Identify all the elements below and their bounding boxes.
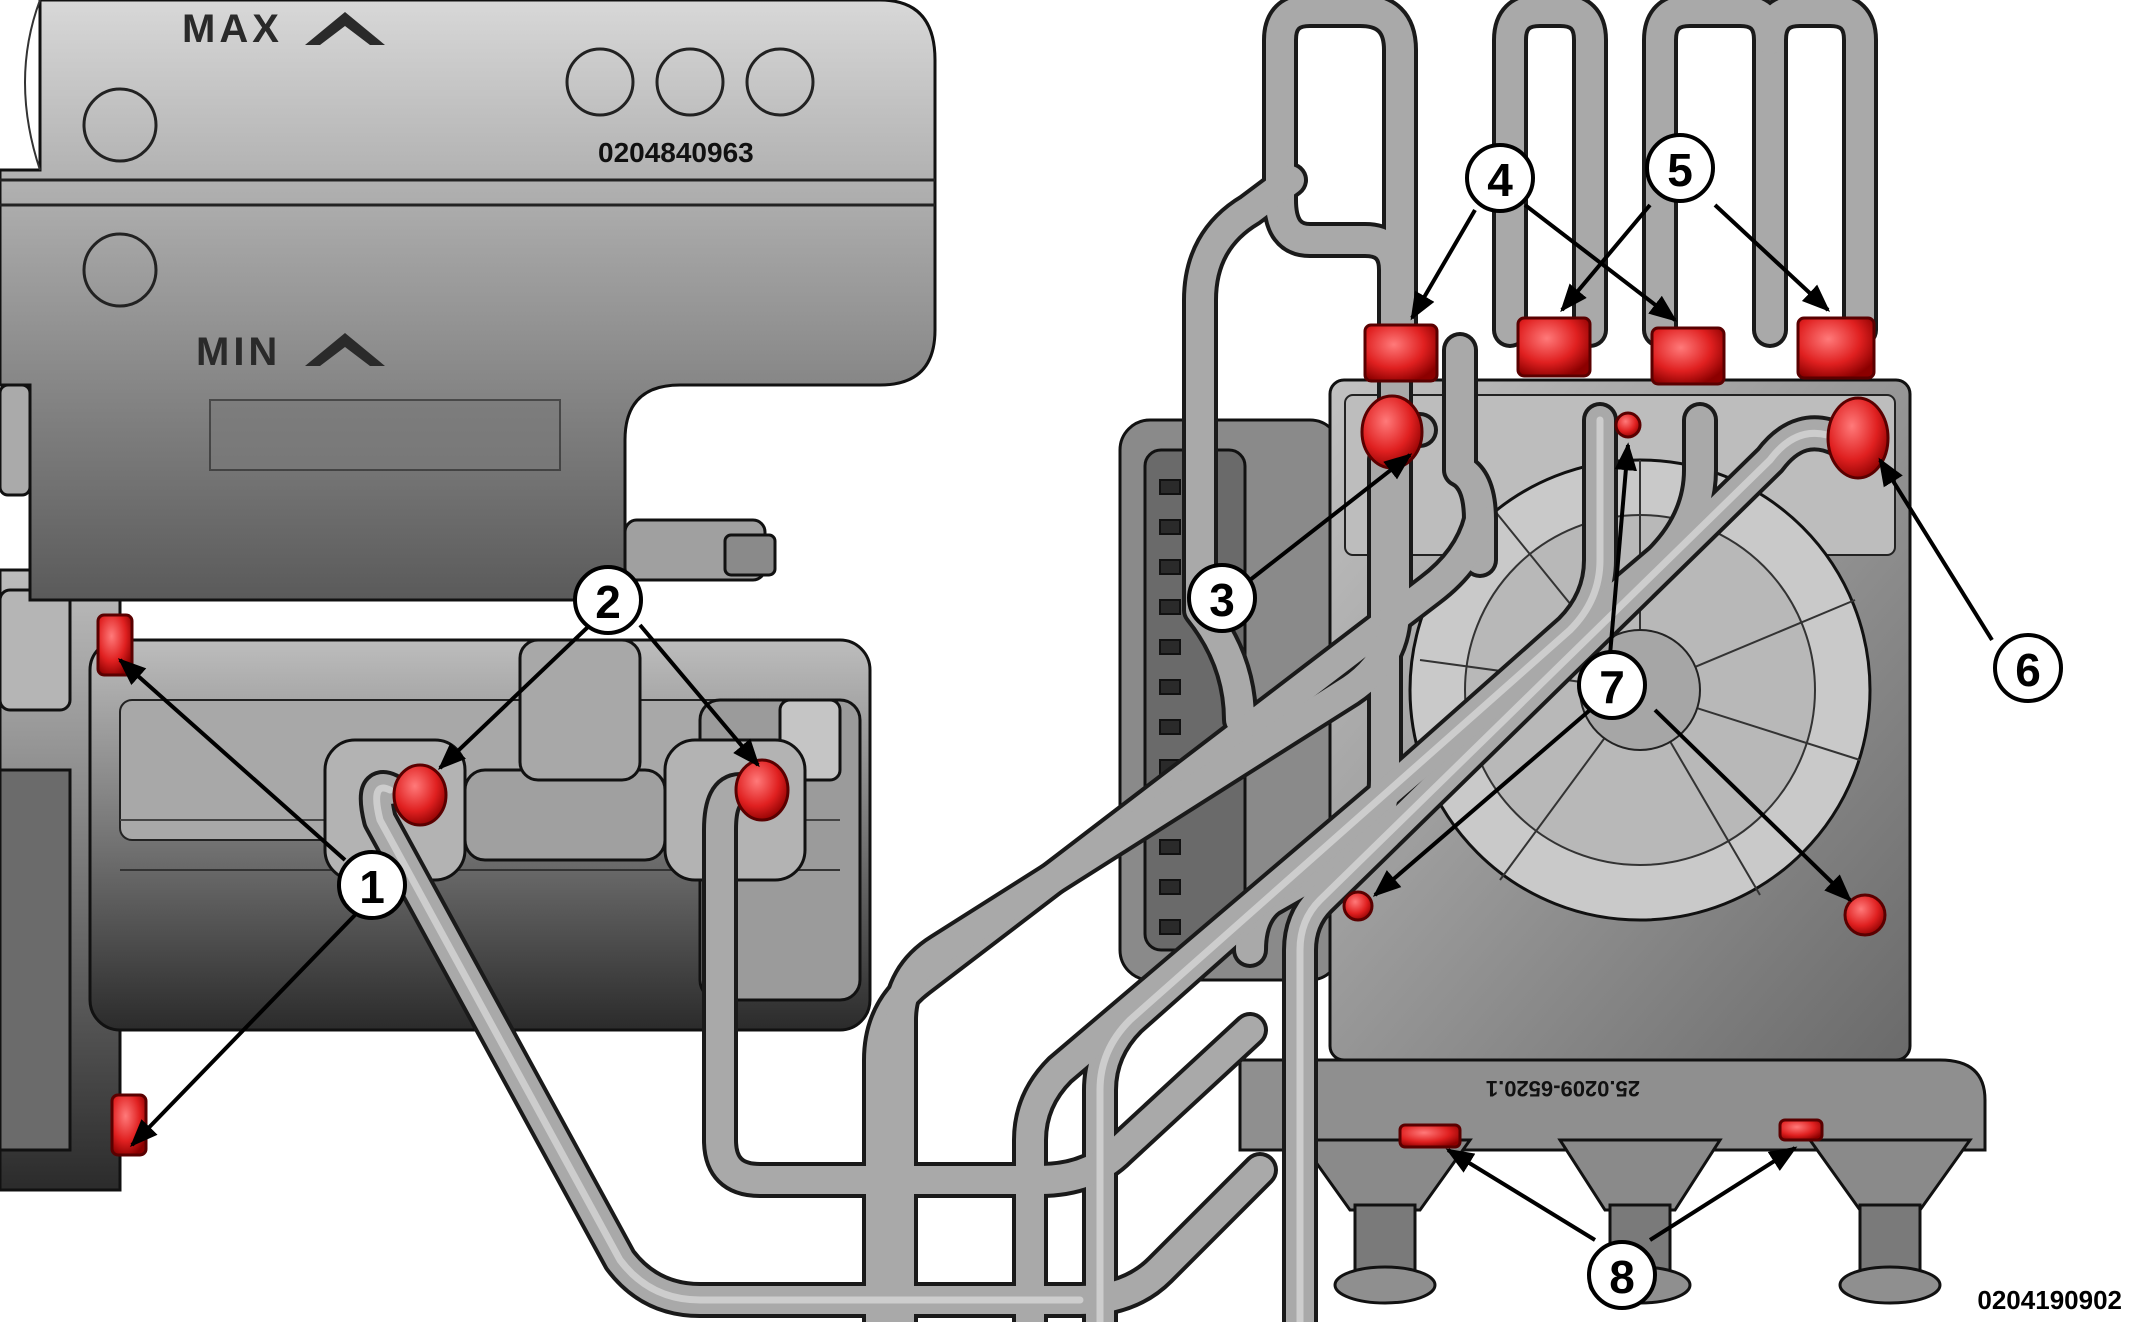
callout-6: 6 bbox=[1993, 633, 2063, 703]
callout-1: 1 bbox=[337, 850, 407, 920]
svg-text:7: 7 bbox=[1599, 661, 1625, 713]
svg-text:2: 2 bbox=[595, 576, 621, 628]
hcu-inlet-fitting-right bbox=[1826, 396, 1890, 480]
min-level-label: MIN bbox=[196, 330, 281, 374]
figure-id: 0204190902 bbox=[1977, 1285, 2122, 1315]
hcu-bracket-bolt-left bbox=[1342, 890, 1374, 922]
hcu-inlet-fitting-left bbox=[1360, 394, 1424, 470]
callout-4: 4 bbox=[1465, 143, 1535, 213]
booster-nut-lower bbox=[110, 1093, 148, 1157]
hcu-outlet-nut-b bbox=[1516, 316, 1592, 378]
callout-3: 3 bbox=[1187, 563, 1257, 633]
hcu-bracket-bolt-top bbox=[1614, 411, 1642, 439]
highlighted-fasteners bbox=[96, 316, 1890, 1157]
master-cylinder-fitting-primary bbox=[392, 763, 448, 827]
svg-text:1: 1 bbox=[359, 861, 385, 913]
callout-7: 7 bbox=[1577, 650, 1647, 720]
svg-text:3: 3 bbox=[1209, 574, 1235, 626]
brake-tubes bbox=[358, 0, 1878, 1322]
hcu-outlet-nut-a bbox=[1363, 323, 1439, 383]
max-level-label: MAX bbox=[182, 7, 283, 51]
min-level-chevron-icon bbox=[305, 333, 385, 366]
isolator-nut-left bbox=[1398, 1123, 1462, 1149]
hcu-bracket-bolt-right bbox=[1843, 893, 1887, 937]
callout-5: 5 bbox=[1645, 133, 1715, 203]
master-cylinder-fitting-secondary bbox=[734, 758, 790, 822]
fluid-reservoir: MAX MIN 0204840963 bbox=[0, 0, 937, 602]
leader-arrows bbox=[117, 203, 1994, 1242]
svg-text:5: 5 bbox=[1667, 144, 1693, 196]
mounting-isolators bbox=[1297, 1138, 1973, 1305]
svg-text:8: 8 bbox=[1609, 1251, 1635, 1303]
svg-text:6: 6 bbox=[2015, 644, 2041, 696]
reservoir-part-number: 0204840963 bbox=[598, 137, 754, 168]
hcu-outlet-nut-c bbox=[1650, 326, 1726, 386]
callout-8: 8 bbox=[1587, 1240, 1657, 1310]
callout-2: 2 bbox=[573, 565, 643, 635]
hcu-outlet-nut-d bbox=[1796, 316, 1876, 380]
isolator-nut-right bbox=[1778, 1118, 1824, 1142]
max-level-chevron-icon bbox=[305, 12, 385, 45]
hcu-housing-label: 25.0209-6520.1 bbox=[1486, 1076, 1640, 1101]
svg-text:4: 4 bbox=[1487, 154, 1513, 206]
